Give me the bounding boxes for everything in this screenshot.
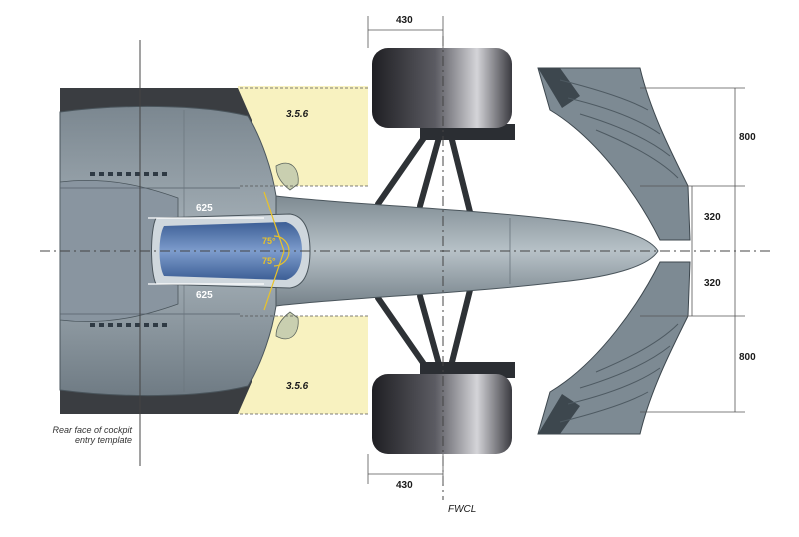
- front-wing-top-elements: [559, 79, 679, 179]
- dim-wheel-width-bottom: 430: [396, 480, 413, 491]
- front-wing-top: [537, 67, 691, 241]
- cockpit-measure-lines: [148, 217, 264, 285]
- front-tyre-bottom: [372, 374, 512, 454]
- engine-cover: [59, 180, 179, 322]
- front-wing-bottom: [537, 261, 691, 435]
- mirror-top: [275, 162, 299, 191]
- angle-top-label: 75°: [262, 236, 276, 246]
- dim-wing-outer-top: 800: [739, 132, 756, 143]
- front-suspension: [375, 129, 473, 373]
- dim-wing-inner-top: 320: [704, 212, 721, 223]
- dim-cockpit-top: 625: [196, 203, 213, 214]
- dim-wing-inner-bottom: 320: [704, 278, 721, 289]
- dim-cockpit-bottom: 625: [196, 290, 213, 301]
- cockpit-opening: [159, 222, 302, 280]
- front-wing-bottom-elements: [559, 323, 679, 423]
- rear-face-note: Rear face of cockpit entry template: [52, 425, 132, 445]
- angle-lines: [263, 191, 290, 311]
- vents-top: [90, 172, 167, 176]
- mirror-bottom: [275, 311, 299, 340]
- zone-top-label: 3.5.6: [286, 109, 309, 120]
- dim-wheel-width-top: 430: [396, 15, 413, 26]
- fwcl-label: FWCL: [448, 504, 477, 515]
- zone-bottom-label: 3.5.6: [286, 381, 309, 392]
- dimension-lines: [240, 16, 745, 484]
- vents-bottom: [90, 323, 167, 327]
- front-tyre-top: [372, 48, 512, 128]
- dim-wing-outer-bottom: 800: [739, 352, 756, 363]
- angle-bottom-label: 75°: [262, 256, 276, 266]
